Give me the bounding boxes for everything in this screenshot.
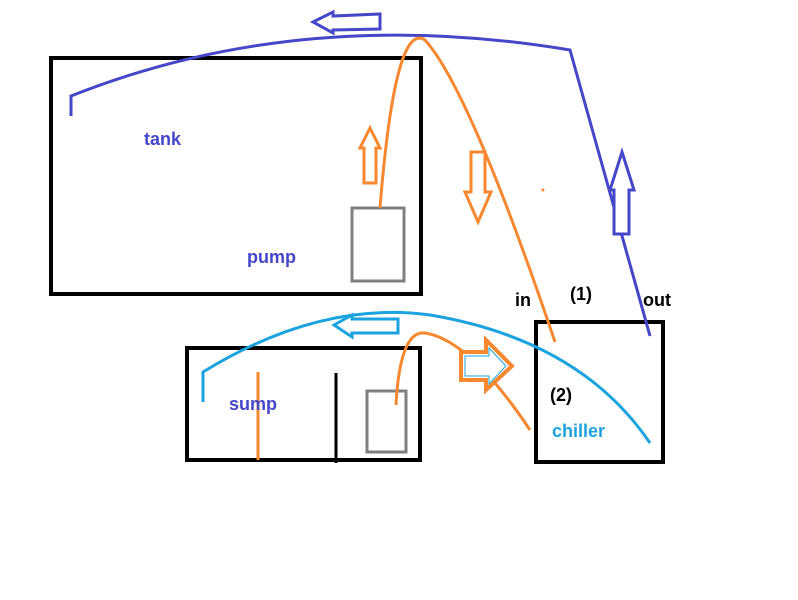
- chiller-in-label: in: [515, 290, 531, 310]
- up-arrow-icon: [607, 147, 637, 236]
- tank-return-line: [69, 33, 652, 337]
- chiller-out-label: out: [643, 290, 671, 310]
- chiller-label: chiller: [552, 421, 605, 441]
- marker-2-label: (2): [550, 385, 572, 405]
- pump-label: pump: [247, 247, 296, 267]
- chiller-return-line: [201, 310, 652, 444]
- sump-pump-to-chiller-line: [394, 331, 532, 431]
- sump-pump-box: [365, 389, 408, 454]
- right-arrow-inner: [464, 346, 507, 386]
- left-arrow-icon: [309, 9, 382, 36]
- tank-pump-box: [350, 206, 406, 283]
- sump-box: [185, 346, 422, 462]
- sump-label: sump: [229, 394, 277, 414]
- pump-to-chiller-line: [378, 36, 557, 343]
- down-arrow-icon: [462, 150, 494, 226]
- right-arrow-icon: [459, 335, 515, 395]
- marker-1-label: (1): [570, 284, 592, 304]
- tank-box: [49, 56, 423, 296]
- up-arrow-icon: [357, 124, 383, 185]
- left-arrow-icon: [331, 312, 400, 340]
- chiller-box: [534, 320, 665, 464]
- tank-label: tank: [144, 129, 182, 149]
- stray-dot: [541, 188, 545, 192]
